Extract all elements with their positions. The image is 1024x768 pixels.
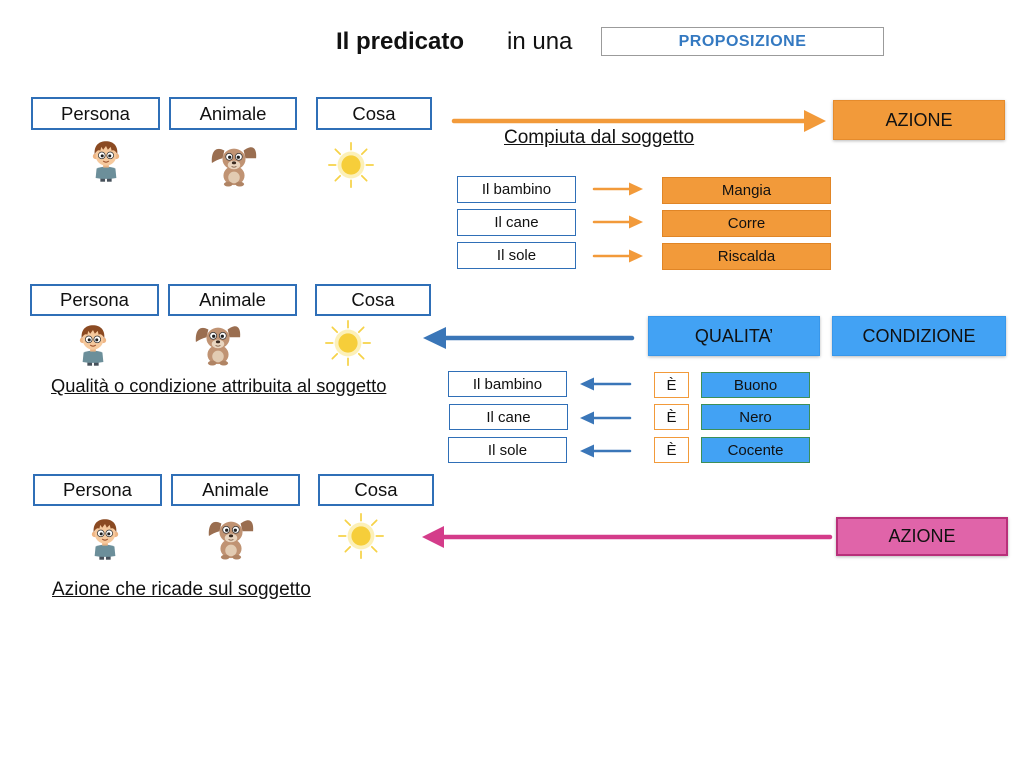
title-connector: in una: [507, 28, 573, 55]
caption-quality: Qualità o condizione attribuita al sogge…: [51, 375, 387, 396]
dog-icon: [211, 146, 257, 188]
boy-icon: [79, 324, 107, 367]
example-predicate-3: Cocente: [701, 437, 810, 463]
proposizione-label: PROPOSIZIONE: [678, 32, 807, 50]
category-persona: Persona: [31, 97, 160, 130]
example-subject-2: Il cane: [449, 404, 568, 430]
category-cosa: Cosa: [318, 474, 434, 506]
sun-icon: [328, 142, 374, 188]
boy-icon: [91, 518, 119, 561]
arrow-head: [580, 377, 594, 391]
example-subject-2: Il cane: [457, 209, 576, 236]
example-arrow-left-3: [580, 444, 632, 458]
example-subject-3: Il sole: [448, 437, 567, 463]
dog-icon: [208, 519, 254, 561]
category-cosa: Cosa: [315, 284, 431, 316]
example-arrow-right-2: [592, 215, 643, 229]
sun-icon: [325, 320, 371, 366]
caption-action-on-subject: Azione che ricade sul soggetto: [52, 579, 311, 600]
example-arrow-right-1: [592, 182, 643, 196]
example-predicate-1: Buono: [701, 372, 810, 398]
category-cosa: Cosa: [316, 97, 432, 130]
category-persona: Persona: [33, 474, 162, 506]
category-animale: Animale: [169, 97, 297, 130]
example-predicate-2: Nero: [701, 404, 810, 430]
example-arrow-right-3: [592, 249, 643, 263]
arrow-head: [629, 249, 643, 263]
example-arrow-left-2: [580, 411, 632, 425]
arrow-head: [580, 411, 594, 425]
example-verb-2: È: [654, 404, 689, 430]
slide-title: Il predicato: [336, 28, 465, 55]
arrow-head: [423, 327, 446, 349]
sun-icon: [338, 513, 384, 559]
action-arrow-left: [422, 526, 833, 548]
example-subject-3: Il sole: [457, 242, 576, 269]
category-animale: Animale: [171, 474, 300, 506]
caption-action: Compiuta dal soggetto: [504, 127, 695, 148]
example-subject-1: Il bambino: [457, 176, 576, 203]
target-condizione: CONDIZIONE: [832, 316, 1006, 356]
category-animale: Animale: [168, 284, 297, 316]
target-azione: AZIONE: [833, 100, 1005, 140]
arrow-head: [580, 444, 594, 458]
dog-icon: [195, 325, 241, 367]
example-arrow-left-1: [580, 377, 632, 391]
example-verb-1: È: [654, 372, 689, 398]
example-predicate-3: Riscalda: [662, 243, 831, 270]
example-subject-1: Il bambino: [448, 371, 567, 397]
category-persona: Persona: [30, 284, 159, 316]
arrow-head: [629, 182, 643, 196]
example-predicate-1: Mangia: [662, 177, 831, 204]
target-qualita: QUALITA’: [648, 316, 820, 356]
example-predicate-2: Corre: [662, 210, 831, 237]
arrow-head: [629, 215, 643, 229]
target-azione-reflexive: AZIONE: [836, 517, 1008, 556]
boy-icon: [92, 140, 120, 183]
example-verb-3: È: [654, 437, 689, 463]
arrow-head: [422, 526, 444, 548]
quality-arrow-left: [423, 327, 635, 349]
arrow-head: [804, 110, 826, 132]
proposizione-box: PROPOSIZIONE: [601, 27, 884, 56]
